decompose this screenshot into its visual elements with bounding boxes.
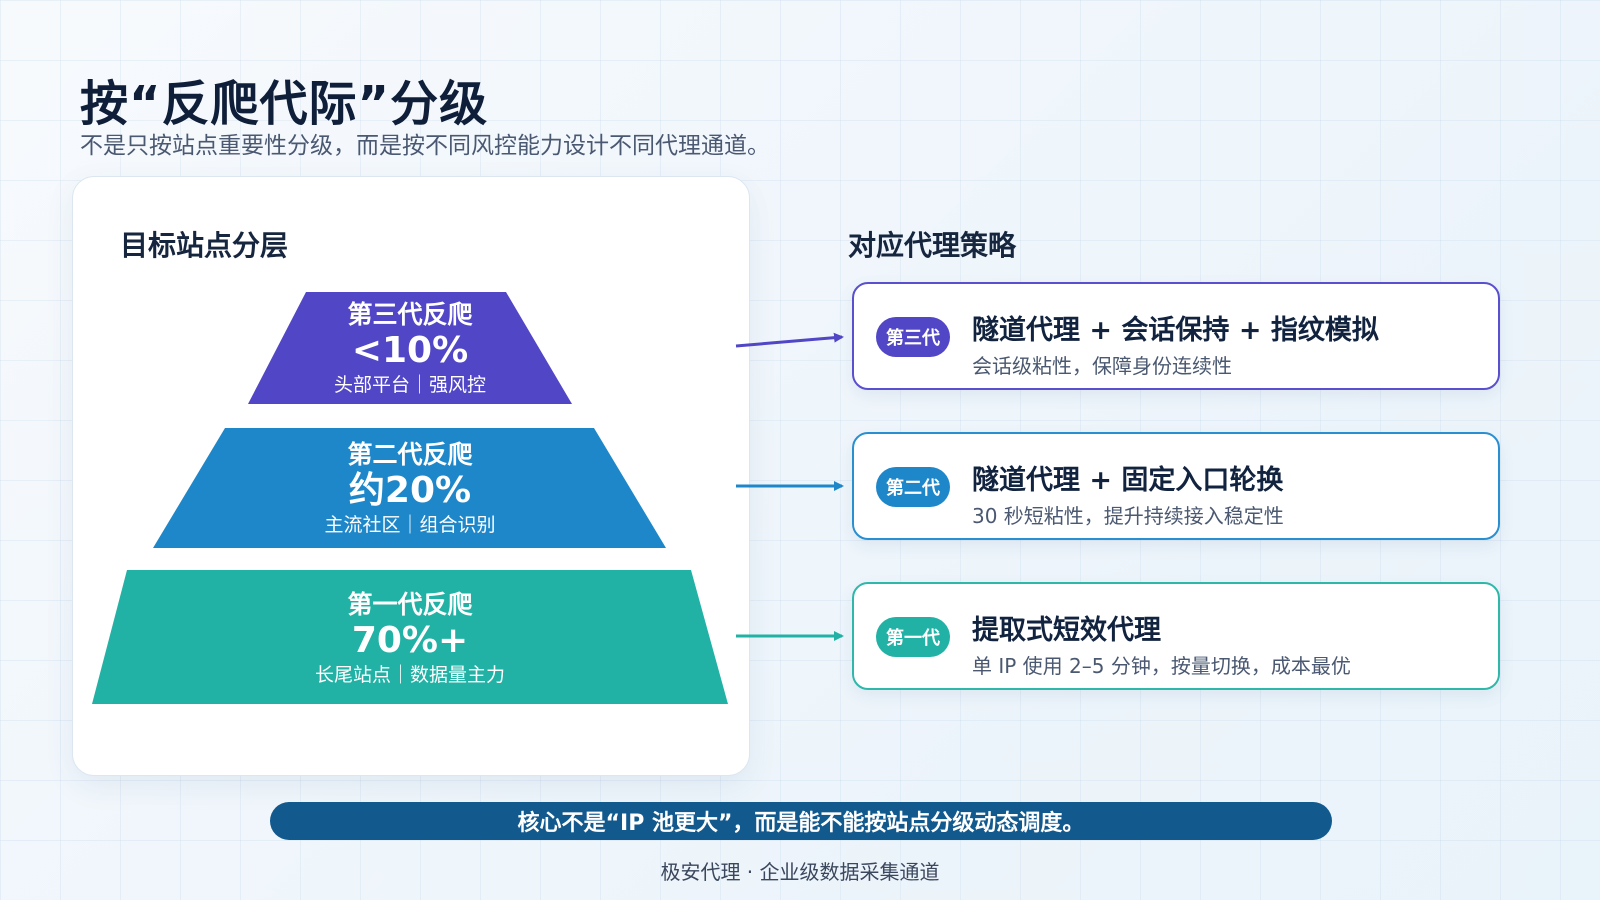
site-tier-title: 目标站点分层 [120,229,289,262]
tier-1-generation: 第一代反爬 [347,590,473,619]
strategy-title-gen1: 提取式短效代理 [972,615,1161,646]
proxy-strategy-title: 对应代理策略 [848,229,1017,262]
tier-1-shape [92,570,728,704]
tier-3-label: 第三代反爬 <10% 头部平台｜强风控 [260,300,560,398]
strategy-title-gen2: 隧道代理 + 固定入口轮换 [972,465,1284,496]
strategy-description-gen3: 会话级粘性，保障身份连续性 [972,354,1232,378]
tier-2-generation: 第二代反爬 [347,440,473,469]
strategy-title-gen3: 隧道代理 + 会话保持 + 指纹模拟 [972,315,1379,346]
tier-1-description: 长尾站点｜数据量主力 [314,664,505,686]
strategy-card-gen2: 第二代 隧道代理 + 固定入口轮换 30 秒短粘性，提升持续接入稳定性 [852,432,1500,540]
tier-1-label: 第一代反爬 70%+ 长尾站点｜数据量主力 [260,590,560,688]
page-title: 按“反爬代际”分级 [80,76,489,132]
strategy-badge-gen1: 第一代 [876,617,950,657]
core-message-banner: 核心不是“IP 池更大”，而是能不能按站点分级动态调度。 [270,802,1332,840]
strategy-description-gen1: 单 IP 使用 2–5 分钟，按量切换，成本最优 [972,654,1351,678]
tier-2-description: 主流社区｜组合识别 [324,514,496,536]
strategy-badge-gen2: 第二代 [876,467,950,507]
footer-brand: 极安代理 · 企业级数据采集通道 [660,860,940,884]
tier-2-shape [153,428,666,548]
tier-3-generation: 第三代反爬 [347,300,473,329]
strategy-description-gen2: 30 秒短粘性，提升持续接入稳定性 [972,504,1284,528]
strategy-card-gen1: 第一代 提取式短效代理 单 IP 使用 2–5 分钟，按量切换，成本最优 [852,582,1500,690]
tier-2-share: 约20% [348,470,472,511]
tier-3-shape [248,292,572,404]
tier-3-share: <10% [351,330,469,371]
tier-3-arrow [735,332,844,348]
page-subtitle: 不是只按站点重要性分级，而是按不同风控能力设计不同代理通道。 [80,133,770,159]
strategy-card-gen3: 第三代 隧道代理 + 会话保持 + 指纹模拟 会话级粘性，保障身份连续性 [852,282,1500,390]
tier-2-label: 第二代反爬 约20% 主流社区｜组合识别 [260,440,560,538]
tier-1-share: 70%+ [351,620,469,661]
strategy-badge-gen3: 第三代 [876,317,950,357]
tier-3-description: 头部平台｜强风控 [333,374,486,396]
